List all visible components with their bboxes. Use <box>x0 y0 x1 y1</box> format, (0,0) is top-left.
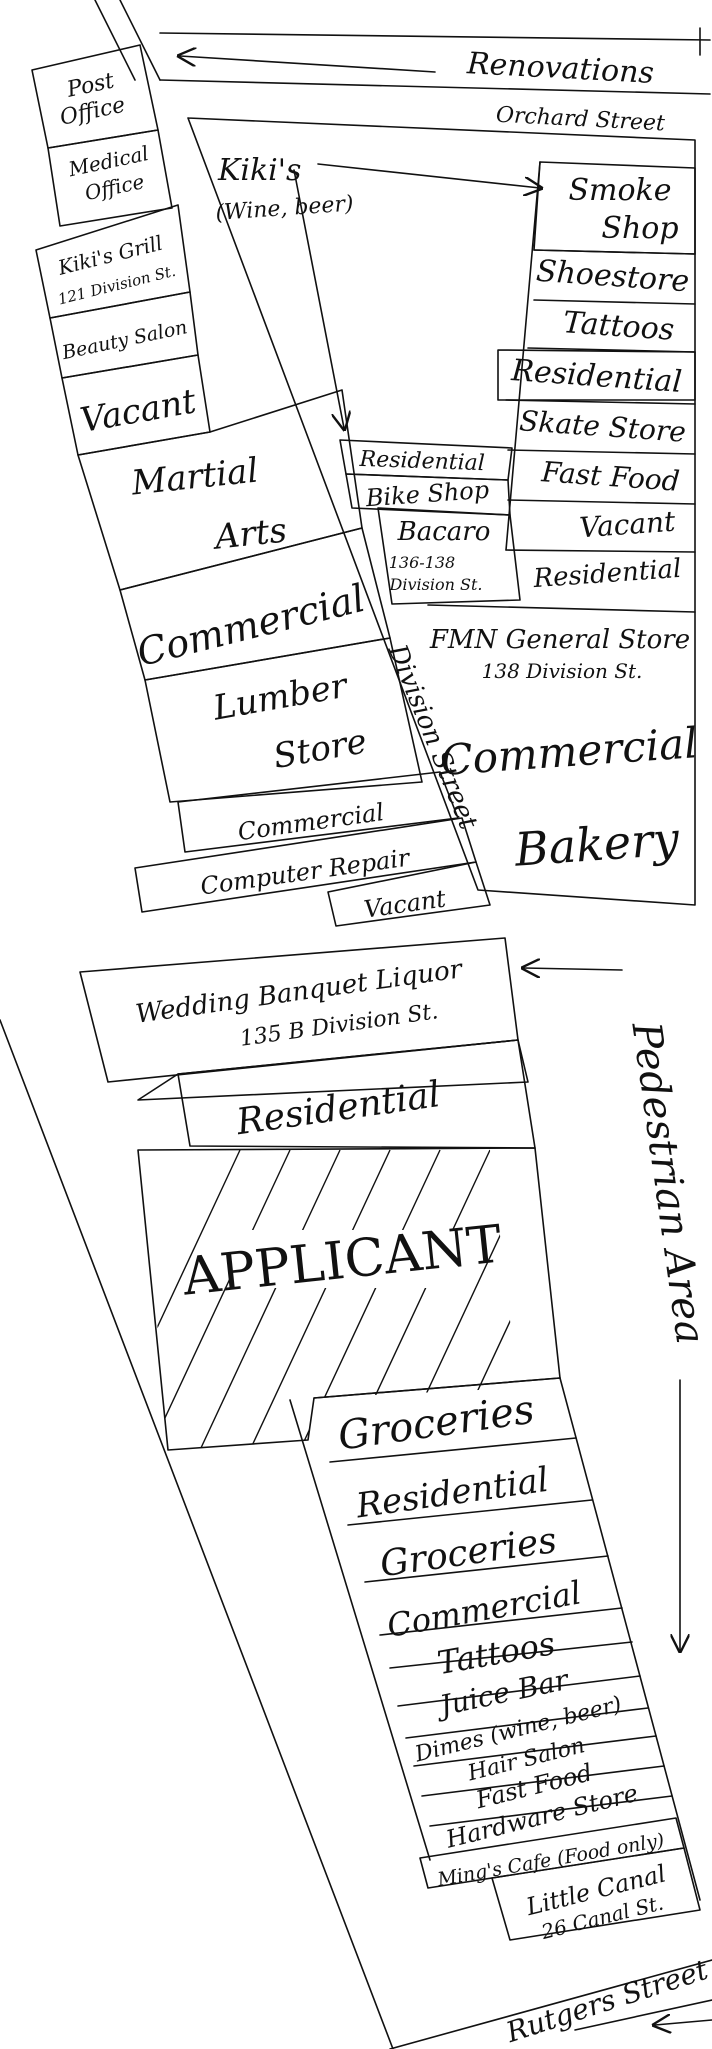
bakery-label: Bakery <box>512 811 682 876</box>
medical-office-lot <box>47 129 173 227</box>
vacant-2-label: Vacant <box>362 884 448 923</box>
kikis-label: Kiki's <box>217 153 301 188</box>
residential-2-label: Residential <box>358 447 485 476</box>
east-divider <box>505 399 696 405</box>
east-stack-left-edge <box>505 161 541 551</box>
strip-divider <box>405 1707 649 1739</box>
fmn-label: FMN General Store <box>429 625 690 655</box>
kikis-south-arrow <box>293 169 344 428</box>
bacaro-lot <box>377 507 521 605</box>
east-divider <box>507 449 696 455</box>
strip-divider <box>379 1607 623 1636</box>
lumber-store-label: Lumber <box>209 665 351 728</box>
residential-3-label: Residential <box>532 554 683 594</box>
east-divider <box>507 499 696 505</box>
rutgers-arrow <box>655 2020 712 2025</box>
east-divider <box>505 549 696 553</box>
east-divider <box>533 249 696 255</box>
strip-label-groceries-2: Groceries <box>378 1520 560 1585</box>
computer-repair-label: Computer Repair <box>199 843 413 900</box>
vacant-2-lot <box>327 861 491 927</box>
residential-label: Residential <box>233 1074 443 1143</box>
residential-1-lot <box>497 349 696 401</box>
strip-divider <box>421 1765 665 1797</box>
fast-food-label: Fast Food <box>540 455 681 498</box>
rutgers-edge-upper <box>389 1959 712 2049</box>
vacant-1-label: Vacant <box>77 381 199 441</box>
hatch-line <box>199 1149 341 1450</box>
applicant-label: APPLICANT <box>179 1214 505 1307</box>
skate-store-label: Skate Store <box>518 404 687 449</box>
pedestrian-area-label: Pedestrian Area <box>622 1018 712 1347</box>
rutgers-edge-lower <box>574 1999 712 2031</box>
little-canal-lot <box>491 1847 701 1941</box>
tattoos-label: Tattoos <box>562 305 675 348</box>
street-edge-top-right <box>119 0 161 81</box>
strip-divider <box>429 1795 673 1827</box>
strip-divider <box>397 1675 641 1707</box>
beauty-salon-label: Beauty Salon <box>59 316 189 364</box>
renovations-arrow <box>180 56 436 73</box>
kikis-sublabel: (Wine, beer) <box>215 191 355 226</box>
lumber-store-label-2: Store <box>270 721 369 777</box>
strip-inner-edge <box>289 1399 431 1861</box>
vacant-label: Vacant <box>578 505 677 545</box>
bacaro-address-1: 136-138 <box>389 553 455 572</box>
west-outer-edge <box>0 1019 394 2049</box>
shoestore-label: Shoestore <box>535 254 690 300</box>
strip-divider <box>313 1377 561 1399</box>
east-block-outline <box>187 117 696 906</box>
strip-divider <box>389 1641 633 1669</box>
bacaro-address-2: Division St. <box>389 575 483 594</box>
commercial-1-label: Commercial <box>133 576 370 675</box>
strip-divider <box>413 1735 657 1767</box>
martial-arts-label-2: Arts <box>210 510 289 558</box>
pedestrian-arrow-top <box>524 968 623 970</box>
smoke-shop-label-2: Shop <box>601 211 678 246</box>
bike-shop-label: Bike Shop <box>364 476 490 513</box>
martial-arts-label: Martial <box>129 451 261 504</box>
renovations-block-bottom <box>159 79 711 95</box>
hatch-line <box>149 1149 291 1450</box>
fmn-address: 138 Division St. <box>482 659 643 683</box>
kikis-east-arrow <box>317 163 540 188</box>
commercial-label: Commercial <box>439 718 699 785</box>
renovations-block-edge <box>159 32 711 41</box>
strip-label-residential: Residential <box>353 1460 551 1527</box>
bacaro-label: Bacaro <box>397 517 491 547</box>
orchard-street-label: Orchard Street <box>495 103 665 137</box>
smoke-shop-label: Smoke <box>569 173 672 208</box>
east-divider <box>427 604 696 613</box>
hatch-line <box>138 1149 241 1450</box>
strip-outer-edge <box>559 1377 701 1901</box>
strip-divider <box>347 1499 593 1526</box>
applicant-label-backdrop <box>230 1230 460 1288</box>
strip-label-commercial: Commercial <box>384 1573 584 1644</box>
strip-label-groceries-1: Groceries <box>335 1387 537 1460</box>
commercial-2-label: Commercial <box>236 798 386 846</box>
street-edge-top-left <box>94 0 136 81</box>
arrows <box>180 56 712 2025</box>
strip-divider <box>364 1555 609 1583</box>
east-divider <box>533 299 696 305</box>
rutgers-street-label: Rutgers Street <box>501 1953 712 2049</box>
south-strip: Groceries Residential Groceries Commerci… <box>289 1377 712 2049</box>
residential-1-label: Residential <box>509 353 683 400</box>
hatch-line <box>249 1149 391 1450</box>
martial-arts-lot <box>77 389 363 591</box>
strip-divider <box>329 1437 577 1463</box>
lumber-store-lot <box>144 637 423 803</box>
renovations-label: Renovations <box>465 46 655 91</box>
